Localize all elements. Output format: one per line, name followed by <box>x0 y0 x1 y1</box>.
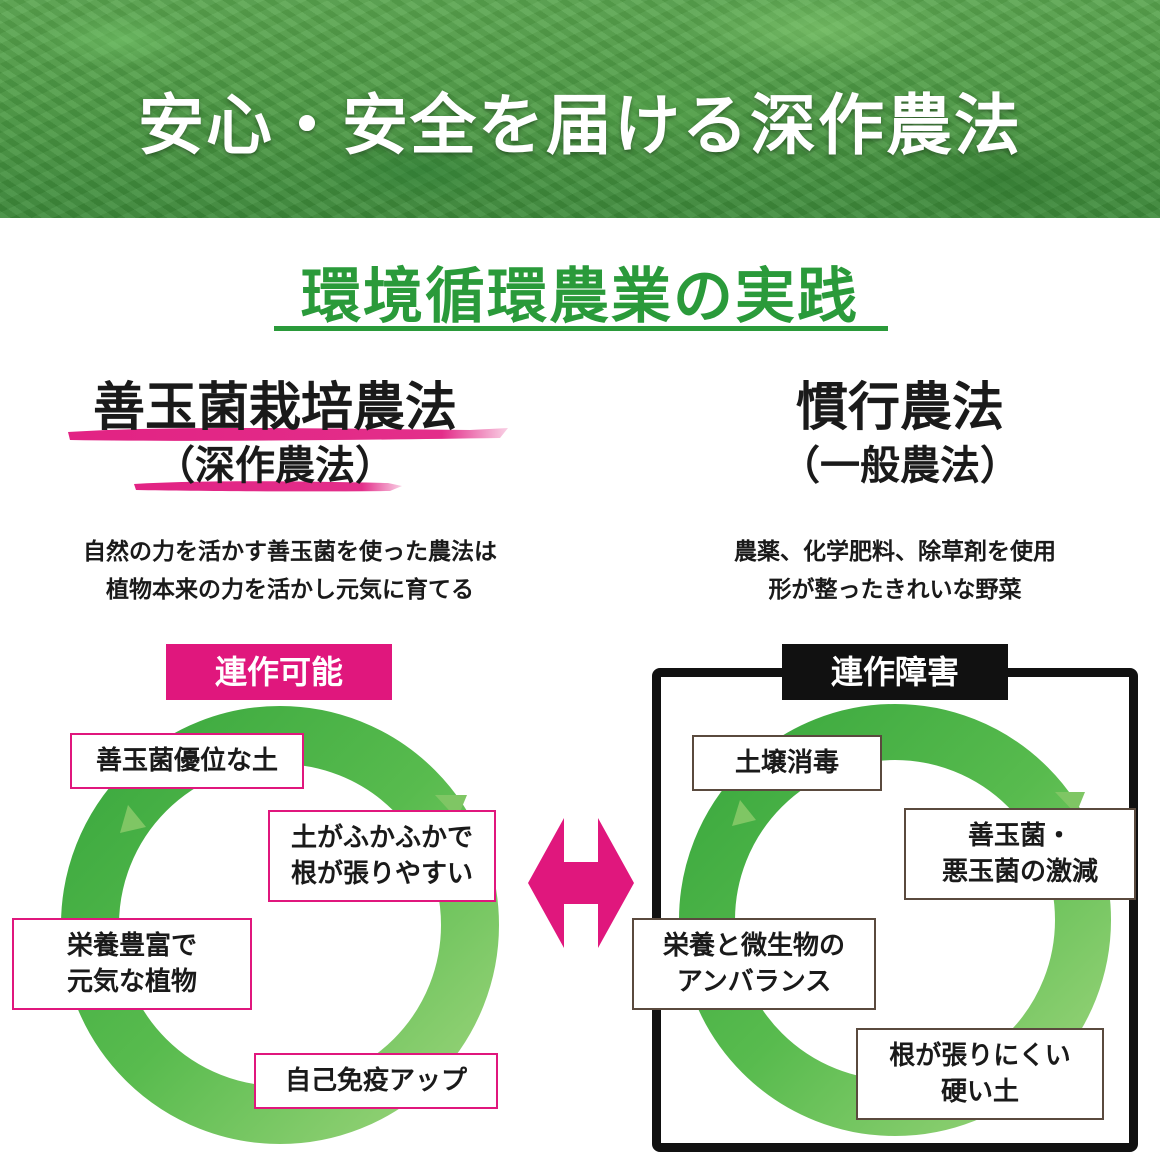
section-title: 環境循環農業の実践 <box>301 262 859 332</box>
right-cycle-box-1-text: 土壌消毒 <box>734 748 839 778</box>
right-desc-line2: 形が整ったきれいな野菜 <box>768 577 1022 603</box>
right-cycle-box-2-line1: 善玉菌・ <box>967 821 1072 851</box>
section-underline <box>274 326 888 331</box>
left-cycle-box-1: 善玉菌優位な土 <box>70 733 304 789</box>
right-cycle-box-4: 根が張りにくい 硬い土 <box>856 1028 1104 1120</box>
brush-highlight <box>68 428 508 492</box>
right-desc-line1: 農薬、化学肥料、除草剤を使用 <box>734 539 1056 565</box>
header-banner: 安心・安全を届ける深作農法 <box>0 0 1160 218</box>
left-tag: 連作可能 <box>166 644 392 700</box>
right-subtitle: （一般農法） <box>780 443 1020 489</box>
left-cycle-box-3: 栄養豊富で 元気な植物 <box>12 918 252 1010</box>
right-title: 慣行農法 <box>795 378 1004 438</box>
banner-title: 安心・安全を届ける深作農法 <box>138 87 1022 164</box>
left-cycle-box-4-text: 自己免疫アップ <box>284 1066 467 1096</box>
right-cycle-box-1: 土壌消毒 <box>692 735 882 791</box>
left-cycle-box-3-line2: 元気な植物 <box>66 967 197 997</box>
left-desc-line1: 自然の力を活かす善玉菌を使った農法は <box>83 539 497 565</box>
right-cycle-box-3-line2: アンバランス <box>676 967 832 997</box>
right-cycle-box-4-line1: 根が張りにくい <box>889 1041 1071 1071</box>
left-subtitle: （深作農法） <box>155 443 395 489</box>
right-cycle-box-3-line1: 栄養と微生物の <box>662 931 845 961</box>
right-cycle-box-4-line2: 硬い土 <box>940 1077 1019 1107</box>
right-tag: 連作障害 <box>782 644 1008 700</box>
left-cycle-box-4: 自己免疫アップ <box>254 1053 498 1109</box>
right-cycle-box-3: 栄養と微生物の アンバランス <box>632 918 876 1010</box>
left-cycle-box-3-line1: 栄養豊富で <box>66 931 197 961</box>
left-title: 善玉菌栽培農法 <box>92 378 457 438</box>
left-cycle-box-2-line1: 土がふかふかで <box>290 823 473 853</box>
double-arrow-icon <box>528 818 634 948</box>
right-cycle-box-2-line2: 悪玉菌の激減 <box>941 857 1098 887</box>
left-cycle-box-2-line2: 根が張りやすい <box>290 859 473 889</box>
right-cycle-box-2: 善玉菌・ 悪玉菌の激減 <box>904 808 1136 900</box>
left-cycle-box-2: 土がふかふかで 根が張りやすい <box>268 810 496 902</box>
left-cycle-box-1-text: 善玉菌優位な土 <box>95 746 278 776</box>
left-desc-line2: 植物本来の力を活かし元気に育てる <box>106 577 474 603</box>
